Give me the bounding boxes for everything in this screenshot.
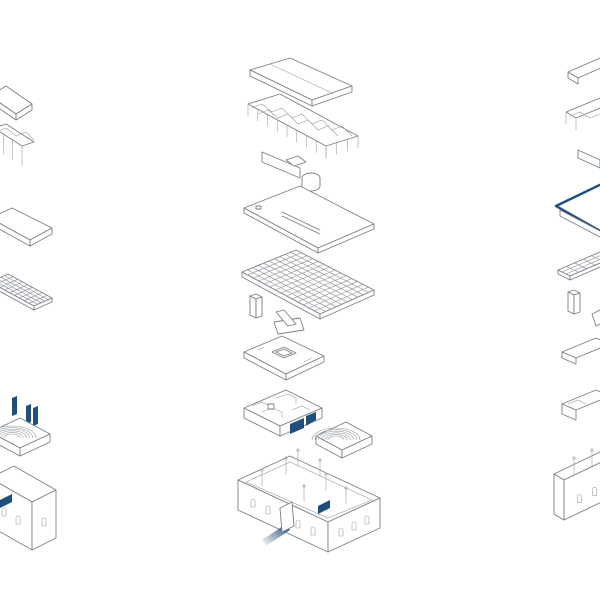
floor-plate-outline <box>554 183 600 238</box>
panel-right <box>553 57 600 521</box>
grid-line <box>565 259 600 275</box>
seat-row <box>0 430 27 439</box>
grid-edge <box>33 297 53 311</box>
truss-layer <box>0 123 35 166</box>
courtyard-post-cap <box>318 458 322 462</box>
grid-line <box>308 284 363 309</box>
upper-floor-plan <box>243 335 325 381</box>
grid-edge <box>319 289 375 320</box>
grid-line <box>0 279 42 304</box>
grid-edge <box>569 262 600 281</box>
seat-row <box>318 430 354 441</box>
courtyard-post-cap <box>302 484 306 488</box>
ground-rooms <box>243 389 323 437</box>
upper-floor-plan <box>561 337 600 365</box>
grid-line <box>566 266 579 273</box>
seat-row <box>324 434 348 441</box>
core-walls <box>577 149 600 169</box>
column-stair <box>567 289 600 327</box>
grid-line <box>591 255 600 261</box>
courtyard-post-cap <box>296 448 300 452</box>
courtyard-post-cap <box>260 468 264 472</box>
grid-line <box>280 269 336 294</box>
seat-row <box>0 432 24 439</box>
facade-window <box>592 487 597 496</box>
seat-row <box>311 427 361 441</box>
facade-window <box>1 507 7 517</box>
courtyard-post-cap <box>324 472 328 476</box>
facade-window <box>41 517 47 527</box>
seat-row <box>327 435 345 441</box>
seat-row <box>0 427 34 439</box>
structural-grid <box>557 251 600 281</box>
ground-rooms <box>561 389 600 421</box>
structural-grid <box>241 249 375 320</box>
grid-line <box>269 264 324 288</box>
facade-window <box>250 498 256 508</box>
panel-center <box>237 57 381 553</box>
grid-line <box>247 252 302 276</box>
facade-window <box>310 526 316 536</box>
facade-window <box>338 527 344 537</box>
grid-line <box>9 284 28 293</box>
grid-line <box>19 289 38 299</box>
courtyard-post-cap <box>344 486 348 490</box>
grid-line <box>303 281 358 306</box>
grid-line <box>14 287 33 296</box>
courtyard-post-cap <box>572 456 576 460</box>
building-base <box>553 448 600 521</box>
grid-line <box>24 292 43 301</box>
building-base <box>0 465 57 551</box>
floor-slab <box>0 207 53 247</box>
grid-line <box>28 295 48 304</box>
courtyard-post-cap <box>590 448 594 452</box>
grid-line <box>275 266 330 291</box>
roof-layer <box>249 57 353 107</box>
seat-row <box>3 433 21 439</box>
grid-line <box>574 262 587 270</box>
grid-line <box>561 255 600 273</box>
column-stair <box>249 293 305 335</box>
grid-line <box>292 275 347 300</box>
panel-left <box>0 85 57 551</box>
grid-line <box>286 272 341 297</box>
building-base <box>237 448 381 553</box>
grid-line <box>264 261 319 285</box>
grid-line <box>253 255 308 279</box>
seat-row <box>0 428 30 439</box>
grid-line <box>0 276 14 283</box>
core-walls <box>261 151 321 192</box>
facade-window <box>577 494 582 503</box>
grid-line <box>297 278 352 303</box>
truss-layer <box>247 93 359 158</box>
grid-line <box>0 283 38 305</box>
seat-row <box>321 432 351 441</box>
facade-window <box>265 505 271 515</box>
grid-line <box>314 286 369 312</box>
roof-layer <box>0 85 33 121</box>
grid-line <box>4 275 49 300</box>
floor-slab <box>243 185 375 254</box>
circulation-cores <box>12 396 38 426</box>
grid-line <box>0 279 18 288</box>
grid-line <box>0 276 45 302</box>
truss-layer <box>565 97 600 130</box>
facade-window <box>295 519 301 529</box>
facade-window <box>364 515 370 525</box>
structural-grid <box>0 273 53 311</box>
grid-line <box>258 258 313 282</box>
courtyard-post-cap <box>284 456 288 460</box>
grid-line <box>583 258 596 266</box>
grid-line <box>4 281 23 291</box>
roof-layer <box>567 57 600 85</box>
auditorium <box>311 421 373 459</box>
seat-row <box>0 425 37 439</box>
seat-row <box>314 429 358 441</box>
facade-window <box>15 515 21 525</box>
facade-window <box>351 521 357 531</box>
auditorium <box>0 417 51 457</box>
